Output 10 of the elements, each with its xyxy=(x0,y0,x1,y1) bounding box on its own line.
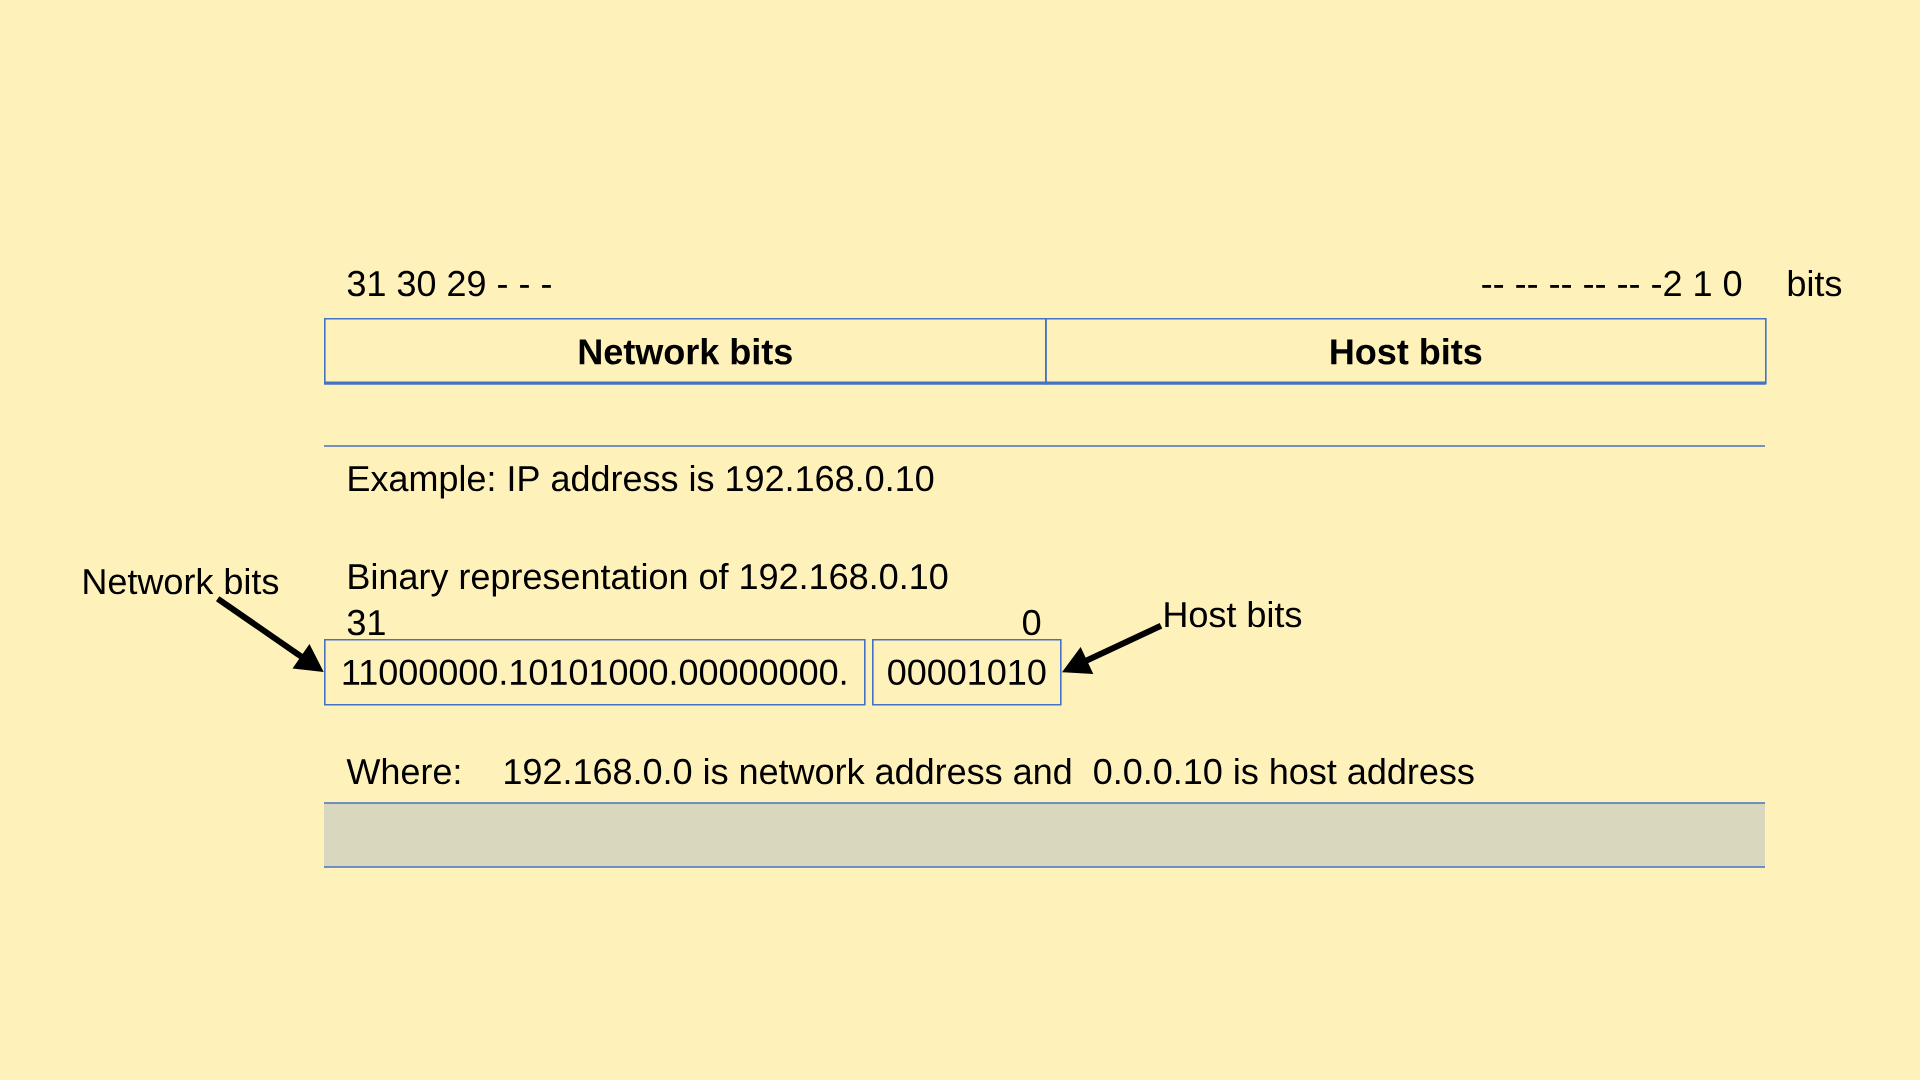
note-text: Where: 192.168.0.0 is network address and 0.0.0.10 is host address xyxy=(346,757,1474,785)
binary-box: 11000000.10101000.00000000. xyxy=(324,639,866,706)
caption-text: Binary representation of 192.168.0.10 xyxy=(349,562,948,597)
table-cell: Host bits xyxy=(1045,318,1767,385)
pointer-label: Host bits xyxy=(1165,600,1302,628)
pointer-label: Network bits xyxy=(84,567,279,595)
unit-label: bits xyxy=(1788,269,1842,297)
example-text: Example: IP address is 192.168.0.10 xyxy=(349,464,934,499)
binary-box: 00001010 xyxy=(872,639,1062,706)
table-cell: Network bits xyxy=(324,318,1047,385)
